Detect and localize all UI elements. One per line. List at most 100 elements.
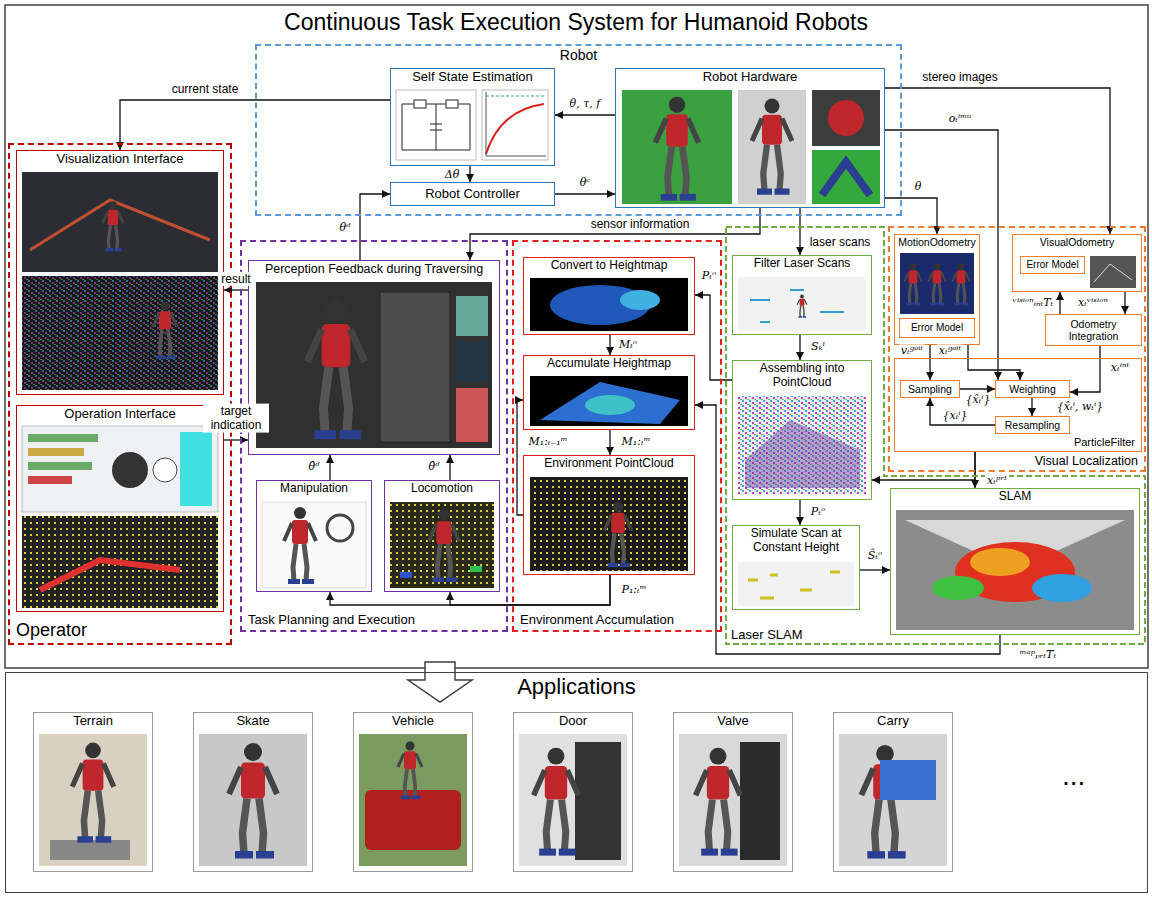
gui-bar — [28, 476, 72, 484]
connector — [555, 114, 615, 115]
node-label: Visualization Interface — [19, 152, 221, 167]
connector — [929, 345, 930, 380]
edge-label: Δθ — [443, 168, 462, 181]
edge-label: current state — [170, 82, 241, 96]
connector — [1059, 292, 1060, 314]
process-box: SLAM — [890, 488, 1140, 635]
region-outline — [725, 226, 1146, 645]
node-label: ParticleFilter — [1074, 436, 1135, 449]
robot-figure — [398, 742, 422, 800]
circuit-wire — [402, 104, 470, 150]
connector — [360, 194, 390, 260]
process-box: Locomotion — [384, 480, 500, 592]
robot-leg-photo — [822, 162, 870, 195]
connector — [224, 289, 248, 290]
process-box: Perception Feedback during Traversing — [248, 260, 500, 455]
node-label: Applications — [8, 674, 1145, 699]
connector — [1124, 292, 1125, 314]
stereo-content — [1094, 264, 1132, 282]
slam-map — [896, 510, 1134, 630]
circuit-figure — [396, 90, 476, 160]
process-box: MotionOdometryError Model — [894, 234, 980, 345]
node-label: Task Planning and Execution — [248, 613, 415, 628]
node-label: Operator — [16, 620, 87, 641]
capacitor-symbol — [430, 124, 442, 130]
edge-label: θ, τ, f — [568, 97, 603, 110]
section-frame: ApplicationsTerrainSkateVehicleDoorValve… — [5, 672, 1148, 893]
edge-label: target indication — [203, 404, 269, 433]
box-figure — [880, 760, 936, 800]
robot-figure — [153, 302, 177, 360]
robot-photo — [622, 90, 732, 204]
footstep — [470, 566, 482, 572]
robot-figure — [307, 301, 365, 440]
edge-label: θᶜ — [578, 176, 593, 189]
node-label: Assembling into PointCloud — [735, 362, 869, 390]
edge-label: Sₖˡ — [809, 340, 827, 353]
connector — [799, 335, 800, 360]
group-region: OperatorVisualization InterfaceOperation… — [8, 143, 232, 645]
point-cloud — [738, 396, 866, 494]
resistor-symbol — [446, 100, 458, 108]
edge-label: xₜᵛⁱˢⁱᵒⁿ — [1076, 296, 1110, 309]
gui-gauge — [180, 432, 212, 506]
heightmap — [530, 278, 688, 331]
process-box: Robot Controller — [390, 182, 555, 206]
node-label: Environment PointCloud — [526, 457, 692, 471]
application-box: Skate — [193, 712, 313, 872]
robot-figure — [752, 99, 792, 195]
node-label: Door — [516, 714, 630, 729]
diagram-title: Continuous Task Execution System for Hum… — [0, 9, 1152, 36]
process-box: Resampling — [995, 416, 1070, 434]
gui-bar — [28, 448, 84, 456]
heightmap-area — [540, 382, 680, 424]
node-label: Locomotion — [387, 482, 497, 496]
process-box: Simulate Scan at Constant Height — [732, 525, 860, 610]
edge-label: Pₜᵒ — [809, 505, 827, 518]
application-photo — [519, 734, 627, 866]
connector — [609, 430, 610, 455]
screen-capture — [22, 172, 218, 272]
node-label: Error Model — [1023, 259, 1082, 271]
edge-label: xₜᵖʳᵗ — [985, 474, 1009, 487]
ellipsis-note: ... — [1062, 762, 1085, 790]
point-cloud — [390, 502, 494, 588]
connector — [885, 198, 937, 234]
connector — [555, 193, 615, 194]
process-box: Robot Hardware — [615, 68, 885, 208]
plot-figure — [482, 90, 548, 160]
point-cloud — [530, 477, 688, 571]
slam-map-area — [932, 576, 984, 600]
application-photo — [679, 734, 787, 866]
edge-label: P₁:ₜᵐ — [620, 583, 649, 596]
edge-label: θᵈ — [337, 221, 352, 234]
edge-label: xₜⁱⁿᵗ — [1109, 361, 1131, 374]
process-box: Weighting — [995, 380, 1070, 398]
edge-label: {xₜⁱ} — [940, 409, 969, 422]
heightmap-area — [620, 290, 660, 310]
inset-view — [456, 342, 488, 382]
edge-label: θ̂ᵈ — [426, 460, 441, 473]
node-label: Skate — [196, 714, 310, 729]
node-label: SLAM — [893, 490, 1137, 504]
robot-figure — [72, 743, 114, 843]
process-box: Manipulation — [256, 480, 372, 592]
region-outline — [726, 227, 1145, 644]
gait-photo — [900, 253, 974, 314]
robot-figure — [103, 201, 124, 251]
application-box: Terrain — [33, 712, 153, 872]
gui-bar — [28, 434, 98, 442]
robot-head-photo — [828, 100, 864, 136]
robot-figure — [229, 743, 277, 859]
point-cloud-view — [738, 396, 866, 494]
edge-label: Mₜᵒ — [617, 338, 639, 351]
scene-photo — [262, 502, 366, 588]
screen-capture — [22, 516, 218, 608]
node-label: Valve — [676, 714, 790, 729]
system-frame — [5, 5, 1148, 668]
process-box: Error Model — [1020, 256, 1085, 274]
node-label: Robot Controller — [393, 187, 552, 202]
